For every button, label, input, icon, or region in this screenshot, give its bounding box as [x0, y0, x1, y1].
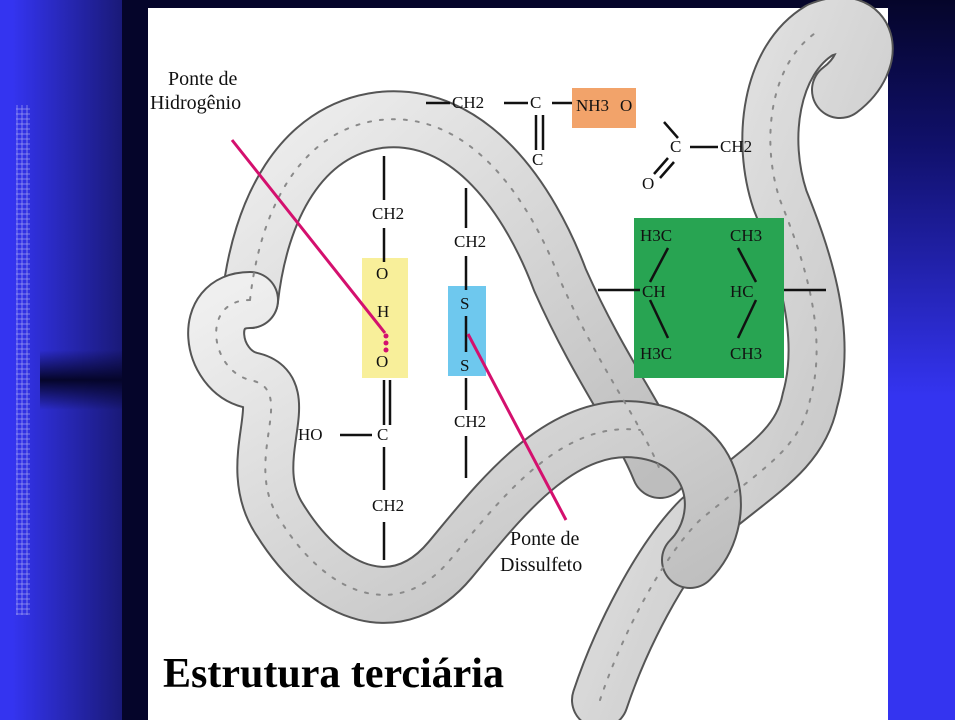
ss-ch2-top: CH2	[454, 232, 486, 252]
hydrogen-bridge-label-line1: Ponte de	[168, 68, 237, 91]
ss-s1: S	[460, 294, 469, 314]
hbond-o: O	[376, 264, 388, 284]
ionic-nh3: NH3	[576, 96, 609, 116]
ionic-ch2: CH2	[452, 93, 484, 113]
ionic-c-below: C	[532, 150, 543, 170]
hbond-ch2-bottom: CH2	[372, 496, 404, 516]
ionic-o-below: O	[642, 174, 654, 194]
disulfide-bridge-label-line2: Dissulfeto	[500, 554, 582, 577]
hydrogen-bond-dots	[384, 334, 389, 353]
ionic-o-minus: O	[620, 96, 632, 116]
ionic-c-right: C	[670, 137, 681, 157]
hydrophobic-ch: CH	[642, 282, 666, 302]
slide-title: Estrutura terciária	[163, 650, 504, 698]
ionic-c: C	[530, 93, 541, 113]
hbond-h: H	[377, 302, 389, 322]
hydrogen-bridge-label-line2: Hidrogênio	[150, 92, 241, 115]
ss-s2: S	[460, 356, 469, 376]
hydrophobic-ch3-top: CH3	[730, 226, 762, 246]
hbond-ho: HO	[298, 425, 323, 445]
hydrophobic-ch3-bottom: CH3	[730, 344, 762, 364]
ss-ch2-bottom: CH2	[454, 412, 486, 432]
hbond-o2: O	[376, 352, 388, 372]
disulfide-bridge-label-line1: Ponte de	[510, 528, 579, 551]
hydrophobic-h3c-top: H3C	[640, 226, 672, 246]
ionic-ch2-right: CH2	[720, 137, 752, 157]
hydrophobic-hc: HC	[730, 282, 754, 302]
hydrophobic-h3c-bottom: H3C	[640, 344, 672, 364]
hbond-c: C	[377, 425, 388, 445]
hbond-ch2-top: CH2	[372, 204, 404, 224]
